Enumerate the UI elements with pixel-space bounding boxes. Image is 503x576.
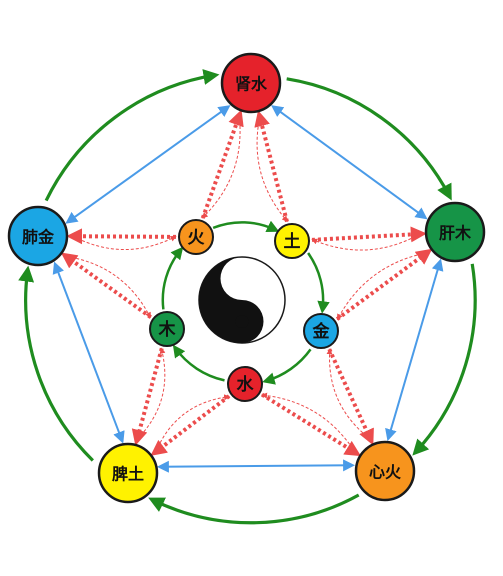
- generating-arc-spleen: [18, 265, 94, 462]
- inner-node-metal: 金: [303, 313, 339, 349]
- outer-node-circle: [220, 52, 282, 114]
- inner-node-label: 火: [188, 228, 206, 248]
- inner-node-label: 金: [312, 321, 331, 342]
- inner-node-water: 水: [227, 366, 263, 402]
- inner-node-label: 木: [158, 319, 177, 340]
- outer-node-circle: [424, 201, 486, 263]
- inner-generating-arc-water: [172, 344, 225, 382]
- outer-node-spleen: 脾土: [97, 442, 159, 504]
- outer-link-liver: [385, 258, 444, 442]
- inner-node-circle: [149, 311, 185, 347]
- thick-dotted-controls: [60, 109, 433, 457]
- thin-control-curve-fire-kidney: [201, 115, 241, 219]
- yin-yang-icon: [198, 256, 286, 344]
- outer-node-label: 肾水: [235, 75, 268, 94]
- inner-node-label: 水: [237, 374, 255, 395]
- control-arrow-water-heart: [260, 392, 362, 457]
- thin-control-curve-earth-kidney: [256, 116, 288, 223]
- outer-node-label: 肝木: [439, 224, 472, 243]
- inner-node-label: 土: [284, 231, 301, 252]
- control-arrow-wood-spleen: [131, 347, 164, 446]
- generating-arc-lung: [44, 69, 220, 202]
- inner-node-circle: [227, 366, 263, 402]
- outer-link-heart: [156, 459, 356, 473]
- outer-node-lung: 肺金: [7, 205, 69, 267]
- outer-link-kidney: [271, 105, 428, 220]
- inner-generating-arc-wood: [161, 246, 184, 310]
- outer-node-circle: [7, 205, 69, 267]
- thin-control-curve-earth-liver: [311, 233, 421, 251]
- outer-link-lung: [65, 105, 231, 224]
- thin-control-curve-metal-liver: [337, 252, 427, 321]
- thin-control-curve-fire-lung: [72, 235, 177, 250]
- outer-node-label: 心火: [369, 463, 402, 482]
- control-arrow-metal-heart: [327, 348, 374, 446]
- outer-node-circle: [354, 440, 416, 502]
- outer-node-circle: [97, 442, 159, 504]
- control-arrow-wood-lung: [60, 252, 152, 319]
- outer-link-spleen: [52, 261, 125, 444]
- inner-generating-arc-fire: [212, 220, 280, 232]
- outer-blue-links: [52, 105, 444, 473]
- inner-node-circle: [303, 313, 339, 349]
- inner-node-fire: 火: [178, 219, 214, 255]
- inner-node-wood: 木: [149, 311, 185, 347]
- inner-node-circle: [274, 223, 310, 259]
- control-arrow-water-spleen: [150, 394, 231, 456]
- control-arrow-fire-kidney: [200, 109, 244, 219]
- inner-node-earth: 土: [274, 223, 310, 259]
- outer-node-label: 脾土: [112, 465, 144, 484]
- outer-node-kidney: 肾水: [220, 52, 282, 114]
- control-arrow-fire-lung: [66, 228, 177, 245]
- control-arrow-earth-kidney: [254, 110, 289, 223]
- inner-generating-arc-metal: [262, 348, 312, 385]
- outer-node-label: 肺金: [22, 228, 55, 247]
- control-arrow-earth-liver: [311, 226, 427, 243]
- generating-arc-heart: [148, 493, 360, 525]
- inner-node-circle: [178, 219, 214, 255]
- generating-arc-liver: [412, 263, 477, 456]
- inner-generating-cycle: [161, 220, 330, 385]
- generating-arc-kidney: [286, 77, 452, 201]
- outer-node-liver: 肝木: [424, 201, 486, 263]
- inner-generating-arc-earth: [307, 252, 330, 314]
- outer-node-heart: 心火: [354, 440, 416, 502]
- control-arrow-metal-liver: [335, 248, 433, 321]
- thin-control-curve-wood-lung: [66, 255, 151, 319]
